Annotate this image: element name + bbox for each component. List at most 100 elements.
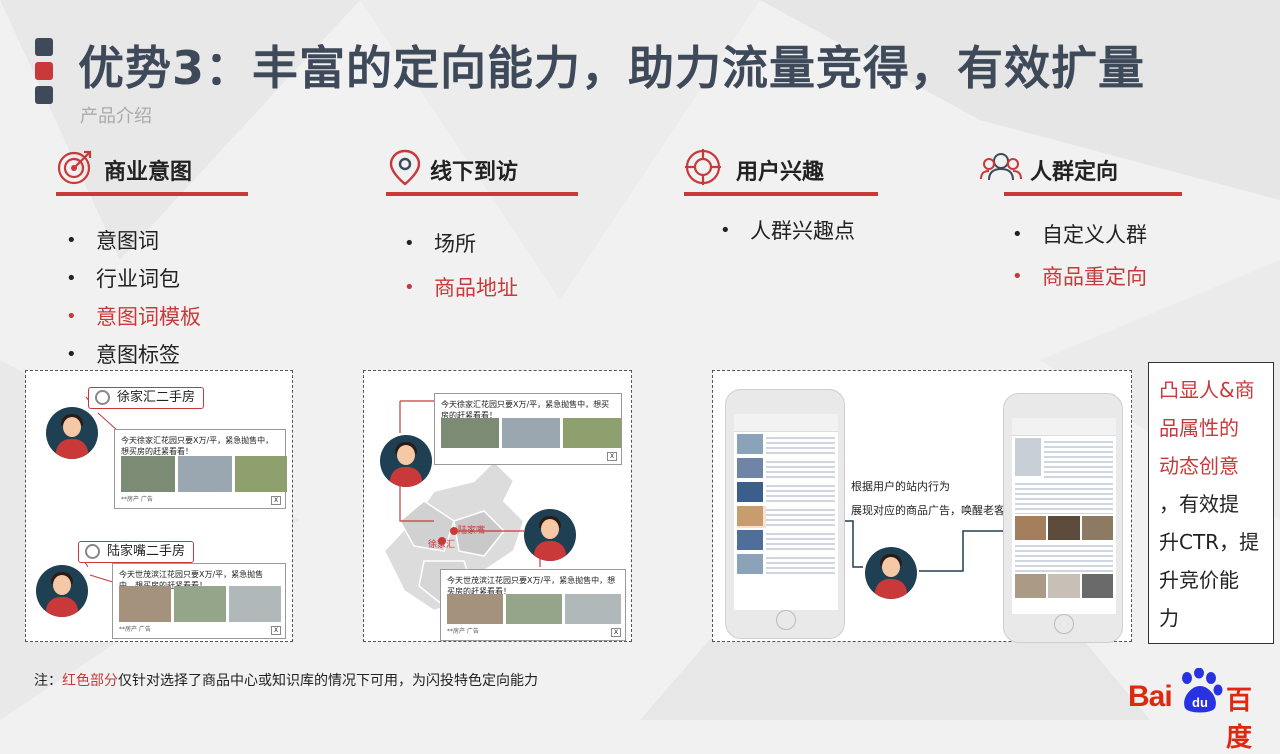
target-icon: [57, 150, 92, 185]
column-label: 商业意图: [104, 160, 193, 185]
keyword-text: 徐家汇二手房: [117, 390, 196, 405]
note-line: 升CTR，提: [1159, 530, 1260, 554]
column-label: 线下到访: [430, 160, 519, 185]
page-subtitle: 产品介绍: [80, 106, 152, 127]
user-avatar: [36, 565, 88, 617]
location-pin-icon: [389, 149, 421, 186]
ad-card: 今天世茂滨江花园只要X万/平，紧急抛售中，想买房的赶紧看看！ **房产 广告 X: [440, 569, 626, 641]
close-icon[interactable]: X: [607, 452, 617, 461]
list-item: 意图词模板: [66, 298, 201, 336]
keyword-bubble: 徐家汇二手房: [88, 387, 205, 409]
title-marks: [35, 38, 53, 110]
ad-text: 今天世茂滨江花园只要X万/平，紧急抛售中，想买房的赶紧看看！: [447, 576, 616, 596]
ad-image: [235, 456, 287, 492]
ad-image: [447, 594, 503, 624]
user-avatar: [524, 509, 576, 561]
bullet-list-business-intent: 意图词 行业词包 意图词模板 意图标签: [66, 222, 201, 374]
column-header-audience: 人群定向: [980, 148, 1190, 198]
ad-text: 今天徐家汇花园只要X万/平，紧急抛售中，想买房的赶紧看看！: [441, 400, 610, 420]
phone-screen: [1012, 418, 1116, 614]
ad-image: [502, 418, 560, 448]
column-header-user-interest: 用户兴趣: [684, 148, 884, 198]
logo-text: 百度: [1226, 686, 1253, 753]
list-item: 场所: [404, 222, 518, 266]
ad-meta: **房产 广告: [447, 628, 479, 635]
close-icon[interactable]: X: [271, 496, 281, 505]
phone-mockup: [725, 389, 845, 639]
page-title: 优势3：丰富的定向能力，助力流量竞得，有效扩量: [78, 41, 1146, 95]
svg-text:du: du: [1192, 695, 1208, 710]
close-icon[interactable]: X: [611, 628, 621, 637]
note-line: ，有效提: [1159, 492, 1239, 516]
ad-image: [174, 586, 226, 622]
footer-prefix: 注：: [34, 673, 62, 689]
ad-card: 今天徐家汇花园只要X万/平，紧急抛售中，想买房的赶紧看看！ **房产 广告 X: [114, 429, 287, 509]
connector-lines: [839, 520, 1003, 572]
paw-icon: du: [1182, 668, 1223, 713]
user-avatar: [865, 547, 917, 599]
ad-meta: **房产 广告: [121, 496, 153, 503]
caption-line: 根据用户的站内行为: [851, 480, 950, 493]
ad-image: [565, 594, 621, 624]
ad-image: [506, 594, 562, 624]
example-panel-location: 陆家嘴 徐家汇 今天徐家汇花园只要X万/平，紧急抛售中，想买房的赶紧看看！ X …: [363, 370, 632, 642]
list-item: 商品地址: [404, 266, 518, 310]
list-item: 行业词包: [66, 260, 201, 298]
ad-image: [441, 418, 499, 448]
close-icon[interactable]: X: [271, 626, 281, 635]
list-item: 意图词: [66, 222, 201, 260]
ad-image: [563, 418, 621, 448]
note-line: 动态创意: [1159, 454, 1239, 478]
ad-text: 今天徐家汇花园只要X万/平，紧急抛售中，想买房的赶紧看看！: [121, 436, 274, 456]
crosshair-icon: [685, 149, 721, 185]
column-header-offline-visit: 线下到访: [386, 148, 586, 198]
retargeting-caption: 根据用户的站内行为 展现对应的商品广告，唤醒老客: [851, 475, 1005, 523]
phone-screen: [734, 414, 838, 610]
magnifier-icon: [85, 544, 100, 559]
user-avatar: [380, 435, 432, 487]
user-avatar: [46, 407, 98, 459]
note-line: 凸显人&商: [1159, 378, 1255, 402]
column-header-business-intent: 商业意图: [56, 148, 256, 198]
map-label: 徐家汇: [428, 540, 456, 550]
keyword-text: 陆家嘴二手房: [107, 544, 186, 559]
ad-card: 今天徐家汇花园只要X万/平，紧急抛售中，想买房的赶紧看看！ X: [434, 393, 622, 465]
footer-text: 仅针对选择了商品中心或知识库的情况下可用，为闪投特色定向能力: [118, 673, 538, 689]
list-item: 人群兴趣点: [720, 212, 855, 250]
list-item: 商品重定向: [1012, 256, 1147, 298]
column-underline: [56, 192, 248, 196]
phone-mockup: [1003, 393, 1123, 643]
note-line: 力: [1159, 606, 1179, 630]
logo-text: Bai: [1128, 680, 1173, 713]
column-label: 用户兴趣: [736, 160, 825, 185]
map-label: 陆家嘴: [458, 526, 486, 536]
ad-image: [121, 456, 175, 492]
bullet-list-offline-visit: 场所 商品地址: [404, 222, 518, 310]
magnifier-icon: [95, 390, 110, 405]
footer-note: 注：红色部分仅针对选择了商品中心或知识库的情况下可用，为闪投特色定向能力: [34, 670, 538, 690]
column-underline: [1004, 192, 1182, 196]
note-line: 品属性的: [1159, 416, 1239, 440]
bullet-list-user-interest: 人群兴趣点: [720, 212, 855, 250]
keyword-bubble: 陆家嘴二手房: [78, 541, 195, 563]
ad-meta: **房产 广告: [119, 626, 151, 633]
column-label: 人群定向: [1030, 160, 1119, 185]
list-item: 自定义人群: [1012, 214, 1147, 256]
footer-highlight: 红色部分: [62, 673, 118, 689]
example-panel-retargeting: 根据用户的站内行为 展现对应的商品广告，唤醒老客: [712, 370, 1132, 643]
ad-image: [229, 586, 281, 622]
example-panel-keyword: 徐家汇二手房 今天徐家汇花园只要X万/平，紧急抛售中，想买房的赶紧看看！ **房…: [25, 370, 293, 642]
ad-image: [119, 586, 171, 622]
ad-text: 今天世茂滨江花园只要X万/平，紧急抛售中，想买房的赶紧看看！: [119, 570, 264, 590]
ad-card: 今天世茂滨江花园只要X万/平，紧急抛售中，想买房的赶紧看看！ **房产 广告 X: [112, 563, 286, 639]
dynamic-creative-note: 凸显人&商 品属性的 动态创意 ，有效提 升CTR，提 升竞价能 力: [1148, 362, 1274, 644]
bullet-list-audience: 自定义人群 商品重定向: [1012, 214, 1147, 298]
caption-line: 展现对应的商品广告，唤醒老客: [851, 504, 1005, 517]
list-item: 意图标签: [66, 336, 201, 374]
baidu-logo: Bai du 百度: [1128, 668, 1274, 753]
column-underline: [684, 192, 878, 196]
ad-image: [178, 456, 232, 492]
people-icon: [980, 153, 1022, 181]
column-underline: [386, 192, 578, 196]
note-line: 升竞价能: [1159, 568, 1239, 592]
